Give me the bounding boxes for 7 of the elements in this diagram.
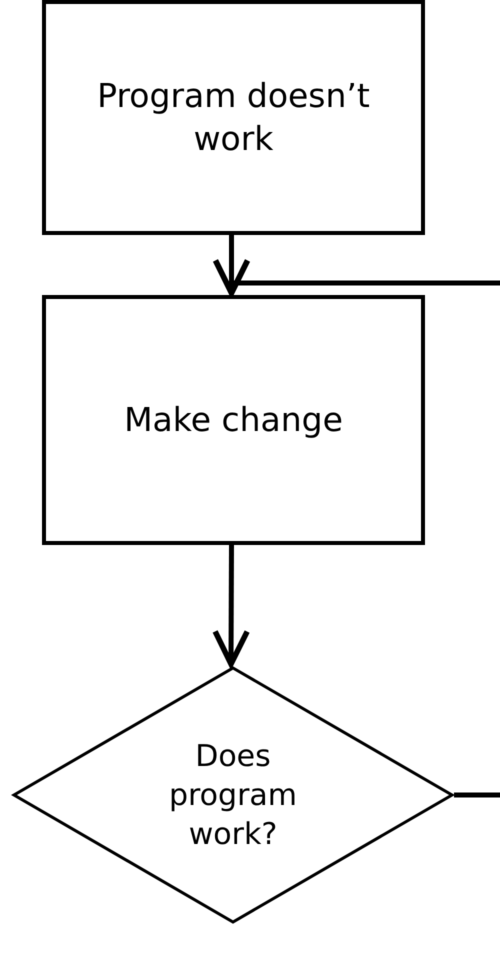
arrow	[212, 545, 250, 667]
process-box	[42, 0, 425, 235]
process-box	[42, 295, 425, 545]
node-label: Make change	[123, 398, 344, 441]
node-label: Program doesn’t work	[96, 74, 371, 160]
node-label: Does program work?	[168, 738, 298, 854]
arrow	[212, 258, 500, 798]
